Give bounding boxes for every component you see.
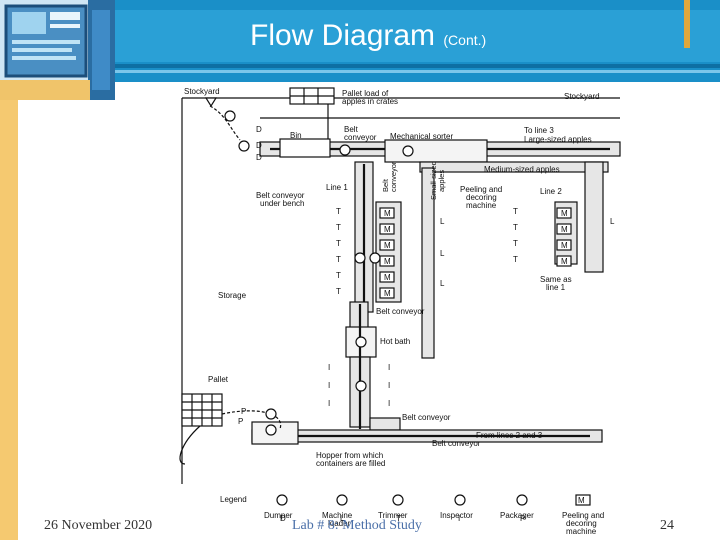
label-under-bench-2: under bench: [260, 199, 304, 208]
legend-label-packager: Packager: [500, 511, 534, 520]
header-gold-accent: [684, 0, 690, 48]
svg-text:L: L: [440, 217, 445, 226]
label-hot-bath: Hot bath: [380, 337, 410, 346]
svg-text:D: D: [256, 141, 262, 150]
svg-text:M: M: [384, 257, 391, 266]
slide-title-text: Flow Diagram: [250, 19, 435, 52]
label-to-line3: To line 3: [524, 126, 554, 135]
slide-title-suffix: (Cont.): [443, 32, 486, 48]
monitor-thumbnail-image: [0, 0, 115, 100]
svg-text:P: P: [241, 407, 246, 416]
legend-label-dumper: Dumper: [264, 511, 293, 520]
svg-text:I: I: [328, 381, 330, 390]
svg-text:T: T: [513, 239, 518, 248]
header-stripe-light: [115, 70, 720, 73]
svg-text:M: M: [561, 209, 568, 218]
header-stripe: [115, 64, 720, 68]
svg-text:M: M: [384, 273, 391, 282]
label-bin: Bin: [290, 131, 302, 140]
label-belt-conveyor-top-2: conveyor: [344, 133, 377, 142]
label-mechanical-sorter: Mechanical sorter: [390, 132, 453, 141]
svg-text:L: L: [610, 217, 615, 226]
legend-title: Legend: [220, 495, 247, 504]
svg-text:I: I: [388, 399, 390, 408]
label-peeling-3: machine: [466, 201, 497, 210]
svg-text:M: M: [384, 225, 391, 234]
svg-text:T: T: [336, 271, 341, 280]
svg-text:T: T: [336, 287, 341, 296]
svg-text:T: T: [336, 207, 341, 216]
svg-text:M: M: [561, 257, 568, 266]
label-pallet-load-2: apples in crates: [342, 97, 398, 106]
label-large-apples: Large-sized apples: [524, 135, 592, 144]
left-accent-bar: [0, 82, 18, 540]
svg-text:I: I: [388, 381, 390, 390]
legend-label-machine-word: machine: [566, 527, 597, 536]
svg-text:L: L: [440, 279, 445, 288]
svg-text:D: D: [256, 125, 262, 134]
svg-text:M: M: [561, 225, 568, 234]
svg-text:M: M: [578, 496, 585, 505]
footer-date: 26 November 2020: [44, 518, 152, 534]
slide-title: Flow Diagram (Cont.): [250, 19, 486, 53]
page-number: 24: [660, 518, 674, 534]
svg-text:T: T: [336, 239, 341, 248]
svg-text:D: D: [256, 153, 262, 162]
svg-text:M: M: [384, 241, 391, 250]
svg-text:M: M: [384, 209, 391, 218]
svg-text:P: P: [238, 417, 243, 426]
label-stockyard-left: Stockyard: [184, 87, 220, 96]
label-belt-conveyor-low: Belt conveyor: [402, 413, 451, 422]
label-same-as-2: line 1: [546, 283, 566, 292]
svg-text:T: T: [336, 255, 341, 264]
label-line1: Line 1: [326, 183, 348, 192]
legend-label-inspector: Inspector: [440, 511, 473, 520]
svg-text:T: T: [513, 223, 518, 232]
svg-text:M: M: [561, 241, 568, 250]
svg-text:T: T: [513, 255, 518, 264]
svg-text:L: L: [440, 249, 445, 258]
label-line2: Line 2: [540, 187, 562, 196]
label-pallet: Pallet: [208, 375, 229, 384]
label-storage: Storage: [218, 291, 247, 300]
svg-text:T: T: [336, 223, 341, 232]
svg-text:I: I: [388, 363, 390, 372]
label-stockyard-right: Stockyard: [564, 92, 600, 101]
label-hopper-2: containers are filled: [316, 459, 385, 468]
footer-center-text: Lab # 8: Method Study: [292, 518, 422, 534]
svg-text:T: T: [513, 207, 518, 216]
svg-text:I: I: [328, 363, 330, 372]
label-small-apples-2: apples: [437, 170, 446, 192]
label-medium-apples: Medium-sized apples: [484, 165, 560, 174]
label-from-lines: From lines 2 and 3: [476, 431, 543, 440]
svg-text:M: M: [384, 289, 391, 298]
svg-text:I: I: [328, 399, 330, 408]
label-belt-conveyor-vertical-2: conveyor: [389, 161, 398, 192]
label-belt-conveyor-mid: Belt conveyor: [376, 307, 425, 316]
label-belt-conveyor-bottom: Belt conveyor: [432, 439, 481, 448]
